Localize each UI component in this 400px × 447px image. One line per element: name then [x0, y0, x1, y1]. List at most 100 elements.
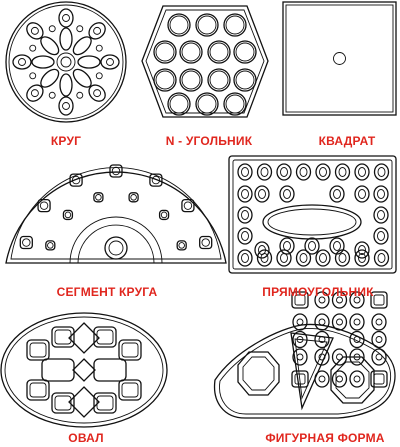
rect-pocket [354, 185, 370, 203]
oval-pocket-inner [336, 296, 343, 304]
round-cup [207, 40, 231, 64]
oval-pocket [314, 348, 330, 366]
petal-pocket [40, 68, 60, 88]
rect-pocket [373, 227, 389, 245]
segment-pocket [69, 173, 83, 187]
petal-pocket [72, 68, 92, 88]
segment-pocket-inner [130, 194, 137, 201]
oval-pocket [349, 370, 365, 388]
square-pocket [370, 370, 388, 388]
rect-pocket-inner [241, 167, 249, 177]
oval-pocket [349, 291, 365, 309]
outer-pocket-inner [106, 58, 114, 66]
rect-pocket-inner [283, 189, 291, 199]
oval-pocket-inner [336, 318, 343, 326]
round-cup-rim [225, 15, 245, 35]
rect-pocket [237, 249, 253, 267]
rect-pocket [304, 237, 320, 255]
outer-pocket [58, 96, 74, 116]
rect-pocket [237, 185, 253, 203]
shape-label-circle: КРУГ [50, 134, 82, 148]
rect-pocket-inner [377, 167, 386, 177]
square-pocket [370, 291, 388, 309]
small-pocket [29, 44, 37, 52]
circle-segment-tray-drawing [5, 164, 227, 264]
rect-pocket [279, 185, 295, 203]
rect-pocket-inner [377, 231, 385, 241]
rect-pocket [254, 241, 270, 259]
round-cup [223, 92, 247, 116]
oval-cell-inner [54, 329, 72, 345]
round-cup-rim [169, 15, 189, 35]
oval-pocket [292, 313, 308, 331]
oval-cell [93, 326, 117, 348]
oval-pocket-inner [353, 375, 361, 383]
rect-pocket [373, 185, 389, 203]
oval-pocket [331, 313, 348, 331]
round-cup-rim [181, 42, 201, 62]
rect-pocket [254, 185, 270, 203]
petal-pocket [72, 36, 92, 56]
rect-pocket-inner [241, 189, 249, 199]
segment-pocket [45, 240, 56, 251]
square-pocket-inner [294, 294, 306, 306]
rect-pocket-inner [377, 253, 386, 263]
rect-pocket-inner [241, 253, 249, 263]
rect-pocket-inner [377, 189, 385, 199]
petal-pocket [31, 55, 55, 69]
round-cup [207, 68, 231, 92]
rect-pocket-inner [377, 210, 385, 220]
rect-pocket-inner [319, 167, 327, 177]
oval-cell [118, 339, 142, 361]
rect-pocket-inner [258, 189, 266, 199]
segment-pocket-inner [151, 175, 161, 185]
rect-pocket [276, 249, 292, 267]
round-cup [167, 13, 191, 37]
oval-cell [51, 326, 75, 348]
rect-pocket [295, 163, 312, 181]
rect-pocket [237, 227, 253, 245]
oval-pocket-inner [375, 353, 383, 361]
rect-pocket [329, 185, 345, 203]
oval-pocket [292, 348, 308, 366]
round-cup-rim [209, 70, 229, 90]
outer-pocket [12, 54, 32, 70]
oval-cell [93, 392, 117, 414]
round-cup [179, 68, 203, 92]
round-cup [153, 68, 177, 92]
outer-pocket-inner [93, 89, 102, 98]
round-cup-rim [169, 94, 189, 114]
oval-cell-inner [96, 395, 114, 411]
diamond-pocket [68, 386, 100, 418]
round-cup-rim [197, 94, 217, 114]
rect-pocket [373, 249, 390, 267]
round-cup-rim [235, 42, 255, 62]
shape-label-oval: ОВАЛ [68, 431, 104, 445]
rect-pocket [334, 163, 351, 181]
segment-pocket [62, 209, 74, 221]
outer-pocket-inner [62, 102, 70, 110]
rect-pocket [354, 249, 370, 267]
rect-pocket-inner [338, 253, 347, 263]
rect-pocket [315, 163, 331, 181]
shape-label-ngon: N - УГОЛЬНИК [165, 134, 253, 148]
round-cup [195, 92, 219, 116]
segment-pocket-inner [160, 211, 168, 219]
rect-pocket-inner [241, 210, 249, 220]
oval-pocket-inner [296, 318, 304, 326]
segment-pocket [181, 198, 195, 213]
outer-pocket-inner [18, 58, 26, 66]
hexagon-tray-drawing [141, 5, 269, 118]
oval-pocket-inner [353, 296, 361, 304]
oval-cell-inner [121, 342, 139, 358]
rectangle-tray-drawing [228, 155, 397, 274]
rect-pocket-inner [280, 167, 288, 177]
oval-pocket [314, 313, 330, 331]
rect-pocket [329, 237, 345, 255]
diamond-pocket [68, 322, 100, 354]
square-tray-drawing [282, 1, 397, 388]
rect-pocket-inner [299, 167, 308, 177]
rect-pocket-inner [358, 245, 366, 255]
small-pocket [95, 44, 103, 52]
